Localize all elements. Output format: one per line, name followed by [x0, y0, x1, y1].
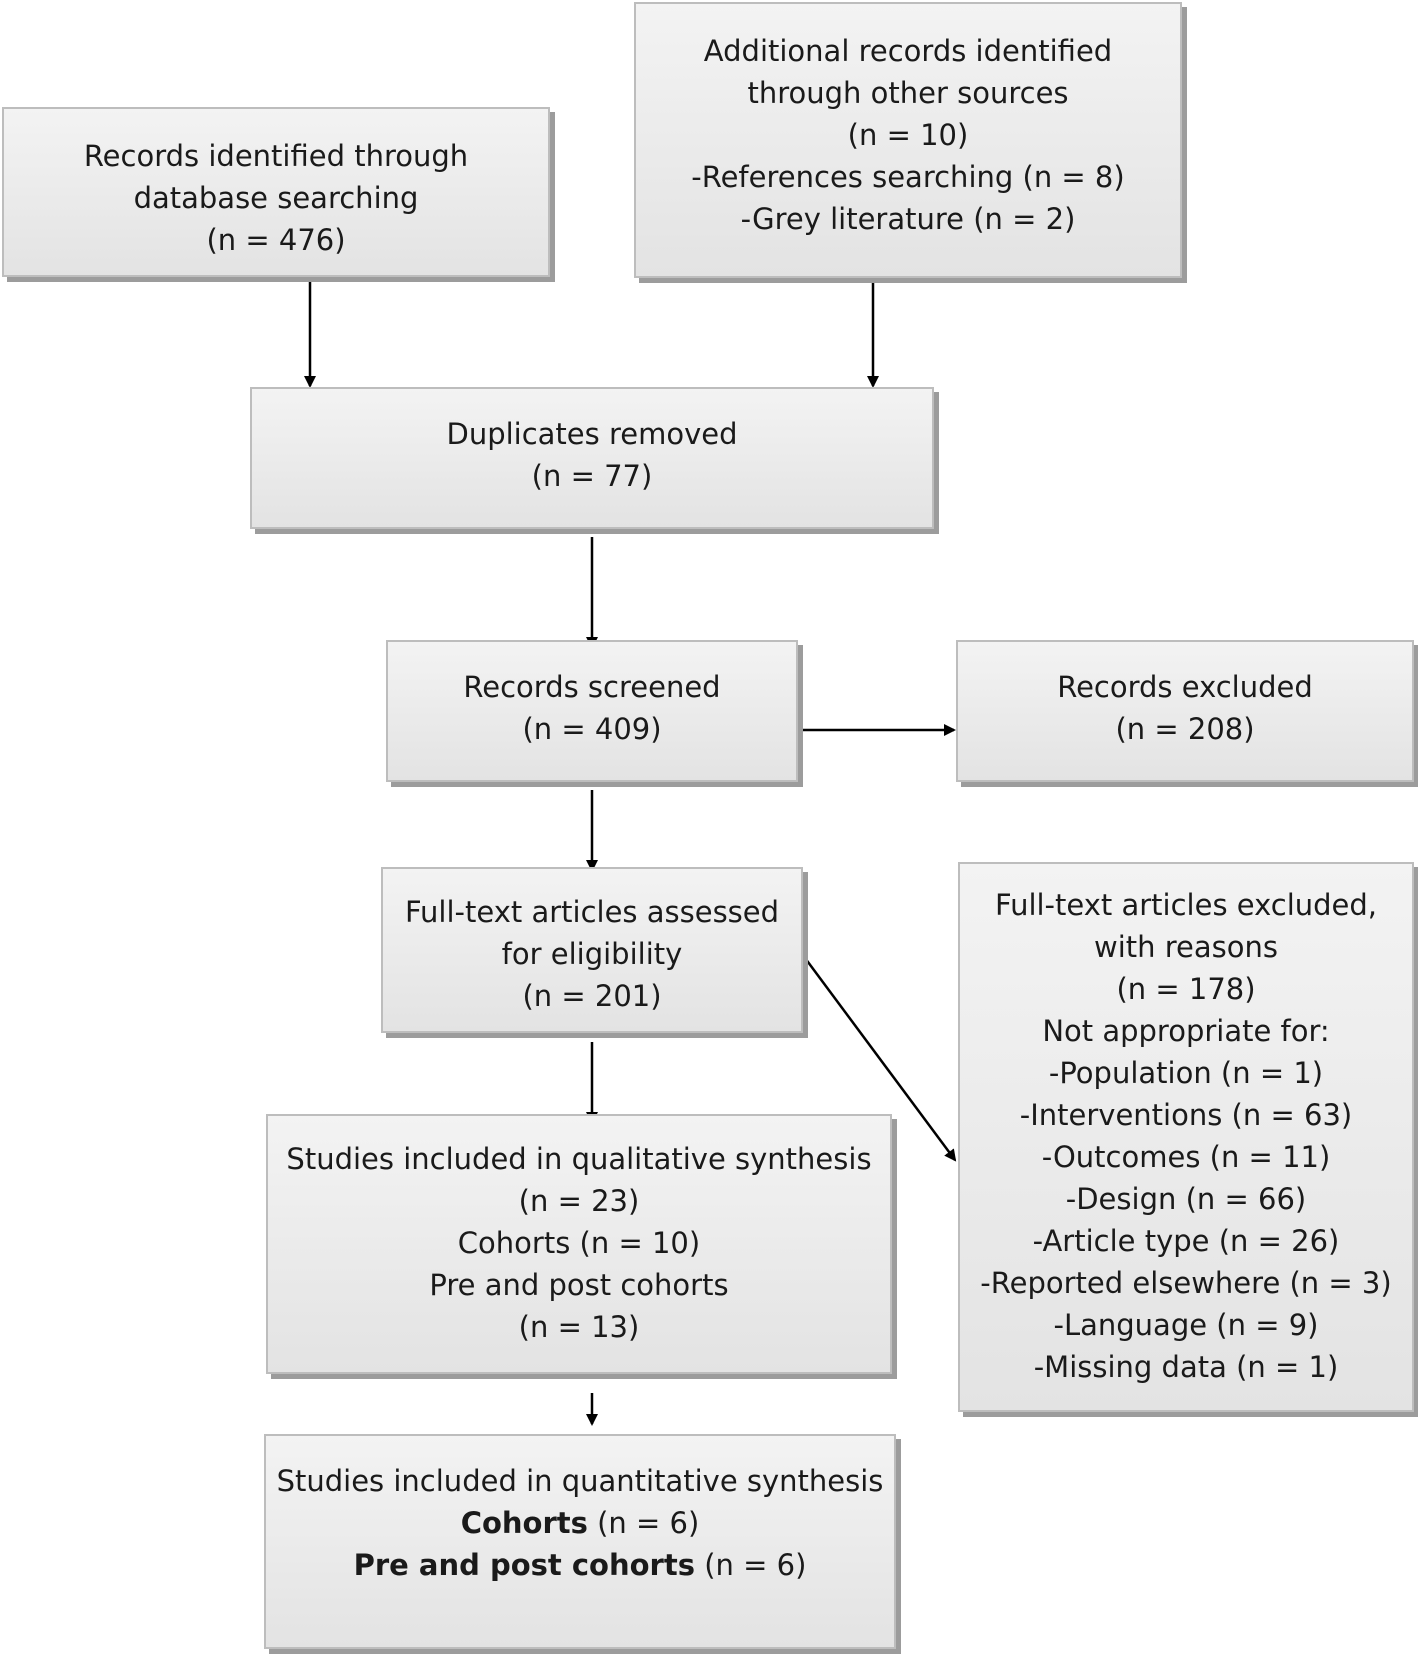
box-fulltext-assessed: Full-text articles assessed for eligibil… — [381, 867, 803, 1033]
quantitative-cohorts: Cohorts (n = 6) — [266, 1502, 894, 1544]
box-fulltext-excluded: Full-text articles excluded, with reason… — [958, 862, 1414, 1412]
ft-excluded-line-2: with reasons — [1094, 930, 1278, 964]
ft-excluded-line-12: -Missing data (n = 1) — [1033, 1350, 1339, 1384]
ft-excluded-line-7: -Outcomes (n = 11) — [1041, 1140, 1331, 1174]
fulltext-line-1: Full-text articles assessed — [404, 895, 780, 929]
ft-excluded-line-1: Full-text articles excluded, — [994, 888, 1378, 922]
duplicates-line-1: Duplicates removed — [446, 417, 738, 451]
ft-excluded-line-6: -Interventions (n = 63) — [1019, 1098, 1353, 1132]
fulltext-line-3: (n = 201) — [522, 979, 662, 1013]
quantitative-cohorts-label: Cohorts — [460, 1506, 588, 1540]
excluded-line-1: Records excluded — [1057, 670, 1313, 704]
fulltext-line-2: for eligibility — [501, 937, 683, 971]
ft-excluded-line-10: -Reported elsewhere (n = 3) — [980, 1266, 1392, 1300]
qualitative-line-1: Studies included in qualitative synthesi… — [286, 1142, 872, 1176]
ft-excluded-line-9: -Article type (n = 26) — [1032, 1224, 1340, 1258]
qualitative-line-5: (n = 13) — [518, 1310, 640, 1344]
quantitative-prepost-n: (n = 6) — [694, 1548, 807, 1582]
screened-line-1: Records screened — [463, 670, 721, 704]
ft-excluded-line-4: Not appropriate for: — [1042, 1014, 1330, 1048]
other-line-3: (n = 10) — [847, 118, 969, 152]
screened-line-2: (n = 409) — [522, 712, 662, 746]
ft-excluded-line-5: -Population (n = 1) — [1048, 1056, 1324, 1090]
ft-excluded-line-3: (n = 178) — [1116, 972, 1256, 1006]
database-line-2: database searching — [133, 181, 419, 215]
duplicates-line-2: (n = 77) — [531, 459, 653, 493]
quantitative-prepost: Pre and post cohorts (n = 6) — [266, 1544, 894, 1586]
database-line-1: Records identified through — [83, 139, 469, 173]
excluded-line-2: (n = 208) — [1115, 712, 1255, 746]
box-records-excluded: Records excluded (n = 208) — [956, 640, 1414, 782]
box-duplicates-removed: Duplicates removed (n = 77) — [250, 387, 934, 529]
quantitative-title: Studies included in quantitative synthes… — [276, 1464, 884, 1498]
ft-excluded-line-8: -Design (n = 66) — [1065, 1182, 1307, 1216]
arrow-fulltext-to-fulltext-excluded — [803, 957, 957, 1162]
box-other-sources: Additional records identified through ot… — [634, 2, 1182, 278]
quantitative-prepost-label: Pre and post cohorts — [353, 1548, 695, 1582]
qualitative-line-2: (n = 23) — [518, 1184, 640, 1218]
box-qualitative-synthesis: Studies included in qualitative synthesi… — [266, 1114, 892, 1374]
quantitative-cohorts-n: (n = 6) — [587, 1506, 700, 1540]
qualitative-line-4: Pre and post cohorts — [429, 1268, 729, 1302]
box-quantitative-synthesis: Studies included in quantitative synthes… — [264, 1434, 896, 1649]
other-line-1: Additional records identified — [703, 34, 1113, 68]
box-records-screened: Records screened (n = 409) — [386, 640, 798, 782]
other-line-5: -Grey literature (n = 2) — [740, 202, 1076, 236]
other-line-2: through other sources — [747, 76, 1069, 110]
ft-excluded-line-11: -Language (n = 9) — [1053, 1308, 1319, 1342]
other-line-4: -References searching (n = 8) — [691, 160, 1125, 194]
qualitative-line-3: Cohorts (n = 10) — [457, 1226, 701, 1260]
box-records-database: Records identified through database sear… — [2, 107, 550, 277]
database-line-3: (n = 476) — [206, 223, 346, 257]
